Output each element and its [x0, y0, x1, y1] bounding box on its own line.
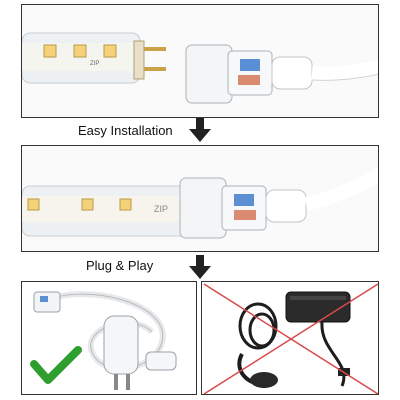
- led-chips: [43, 44, 117, 58]
- plug-connector: [185, 44, 313, 104]
- adapter-photo-rejected: [201, 281, 379, 395]
- cross-icon: [203, 283, 378, 394]
- arrow-down-icon: [189, 255, 211, 279]
- check-icon: [30, 346, 82, 384]
- arrow-down-icon: [189, 118, 211, 142]
- connected-photo: ZIP: [21, 145, 379, 252]
- strip-print: ZIP: [90, 61, 99, 67]
- strip-and-connector-illustration: ZIP: [22, 32, 378, 104]
- step-label-plug-and-play: Plug & Play: [86, 258, 154, 273]
- strip-print: ZIP: [154, 204, 168, 214]
- step-label-installation: Easy Installation: [78, 123, 173, 138]
- plug-illustration: [30, 291, 177, 390]
- led-chips: [27, 198, 132, 211]
- installation-photo: ZIP: [21, 4, 379, 118]
- plug-connector: [179, 177, 307, 239]
- connected-strip-illustration: ZIP: [22, 167, 378, 239]
- adapter-illustration: [203, 283, 378, 394]
- plug-photo-approved: [21, 281, 197, 395]
